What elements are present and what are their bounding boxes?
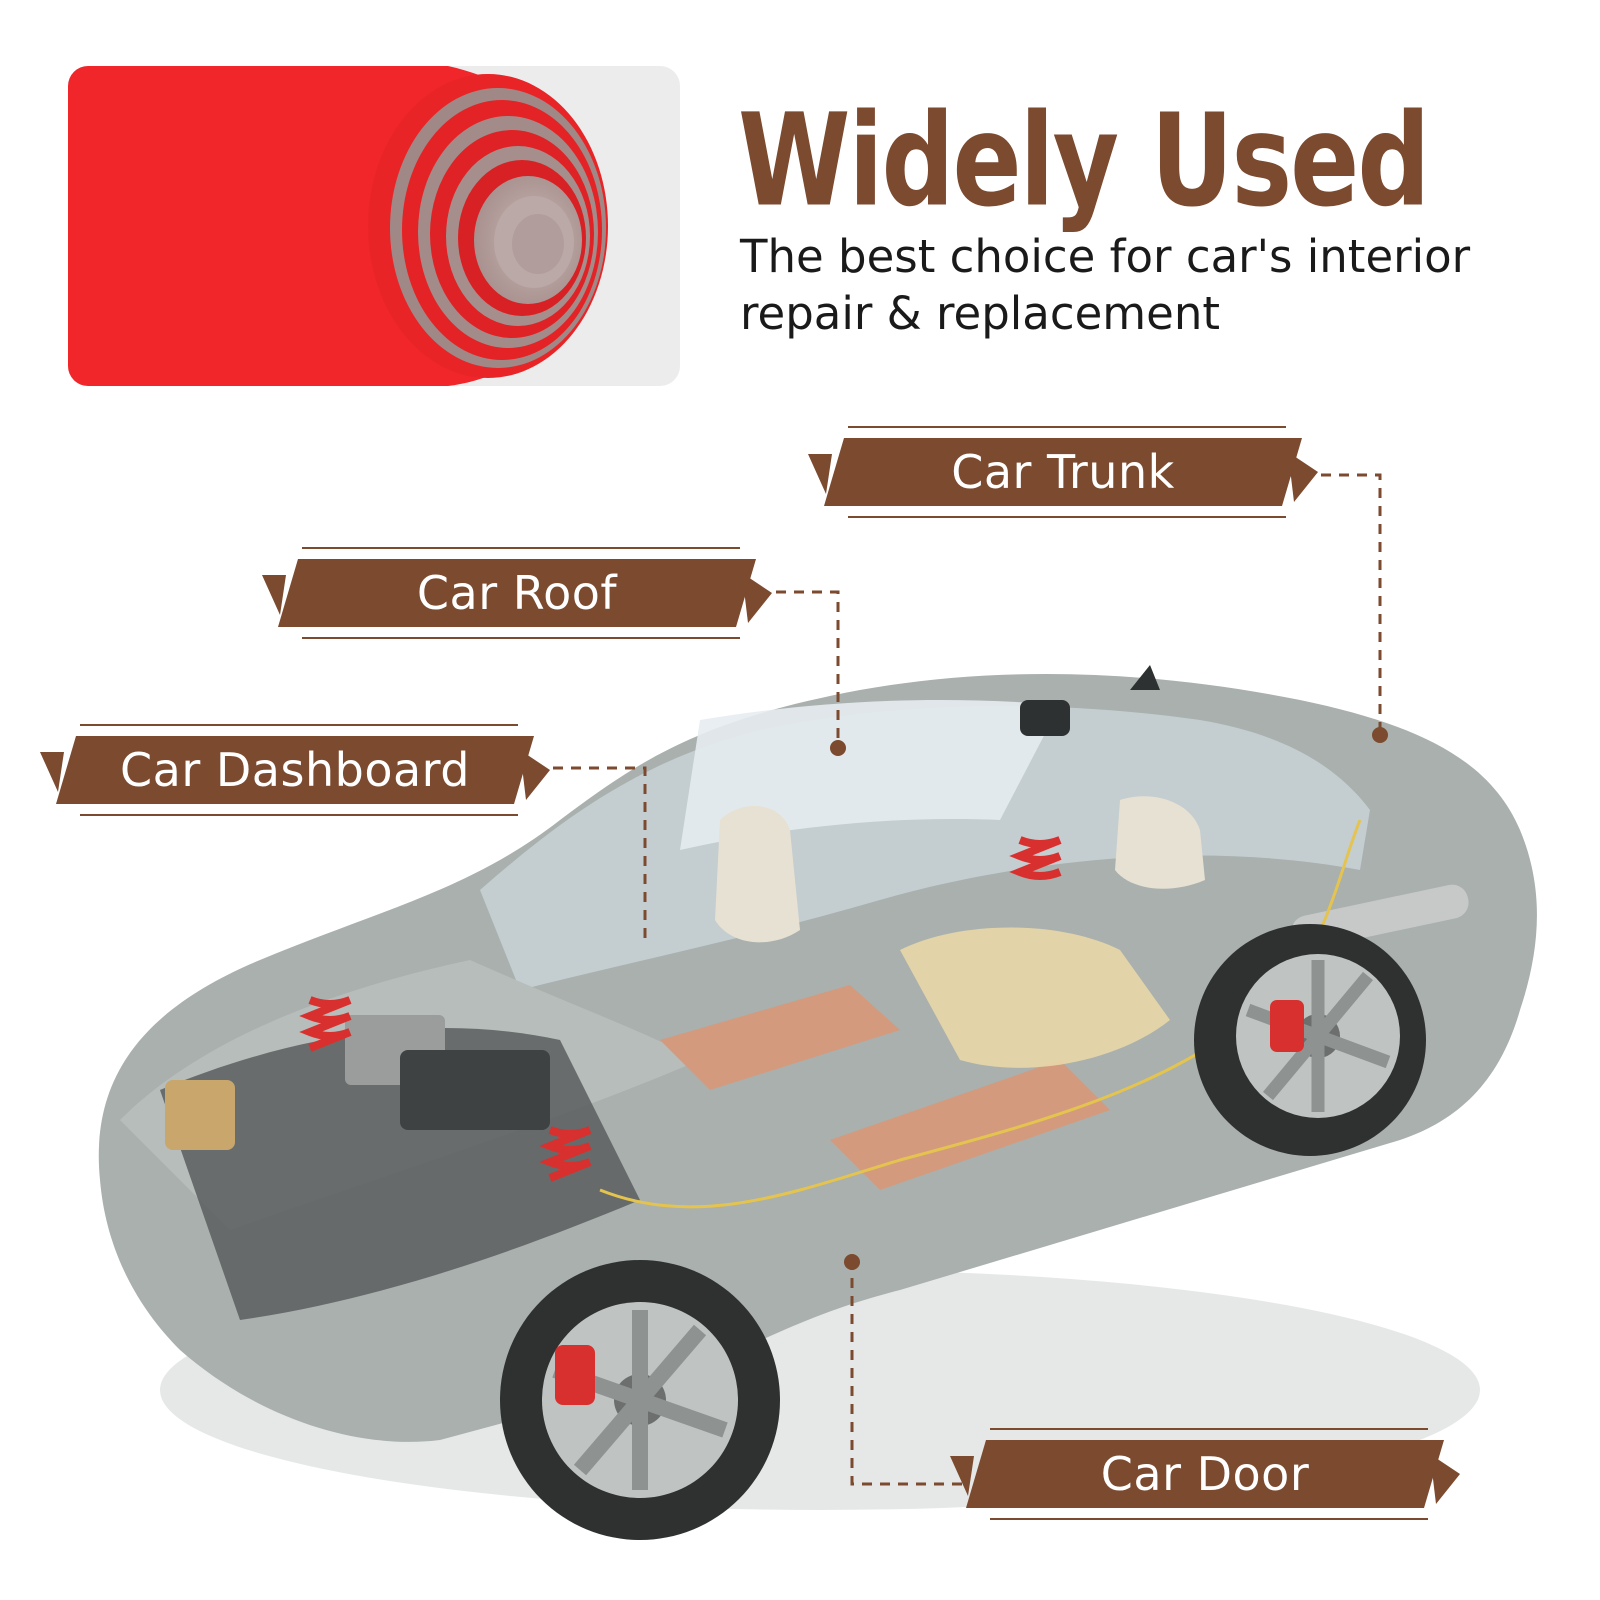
subtitle-line-2: repair & replacement xyxy=(740,287,1220,340)
ribbon-banner-icon xyxy=(40,724,550,816)
label-car-trunk-text: Car Trunk xyxy=(951,445,1175,499)
label-car-dashboard-text: Car Dashboard xyxy=(120,743,470,797)
label-car-door-text: Car Door xyxy=(1100,1447,1310,1501)
ribbon-banner-icon xyxy=(950,1428,1460,1520)
label-car-roof-text: Car Roof xyxy=(416,566,618,620)
ribbon-banner-icon xyxy=(262,547,772,639)
label-car-dashboard: Car Dashboard xyxy=(40,722,550,818)
subtitle-line-1: The best choice for car's interior xyxy=(740,230,1471,283)
label-car-trunk: Car Trunk xyxy=(808,424,1318,520)
fabric-product-card xyxy=(68,66,680,386)
headline: Widely Used xyxy=(738,86,1430,236)
subtitle: The best choice for car's interior repai… xyxy=(740,228,1560,342)
fabric-roll-icon xyxy=(68,66,608,386)
label-car-roof: Car Roof xyxy=(262,545,772,641)
ribbon-banner-icon xyxy=(808,426,1318,518)
label-car-door: Car Door xyxy=(950,1426,1460,1522)
